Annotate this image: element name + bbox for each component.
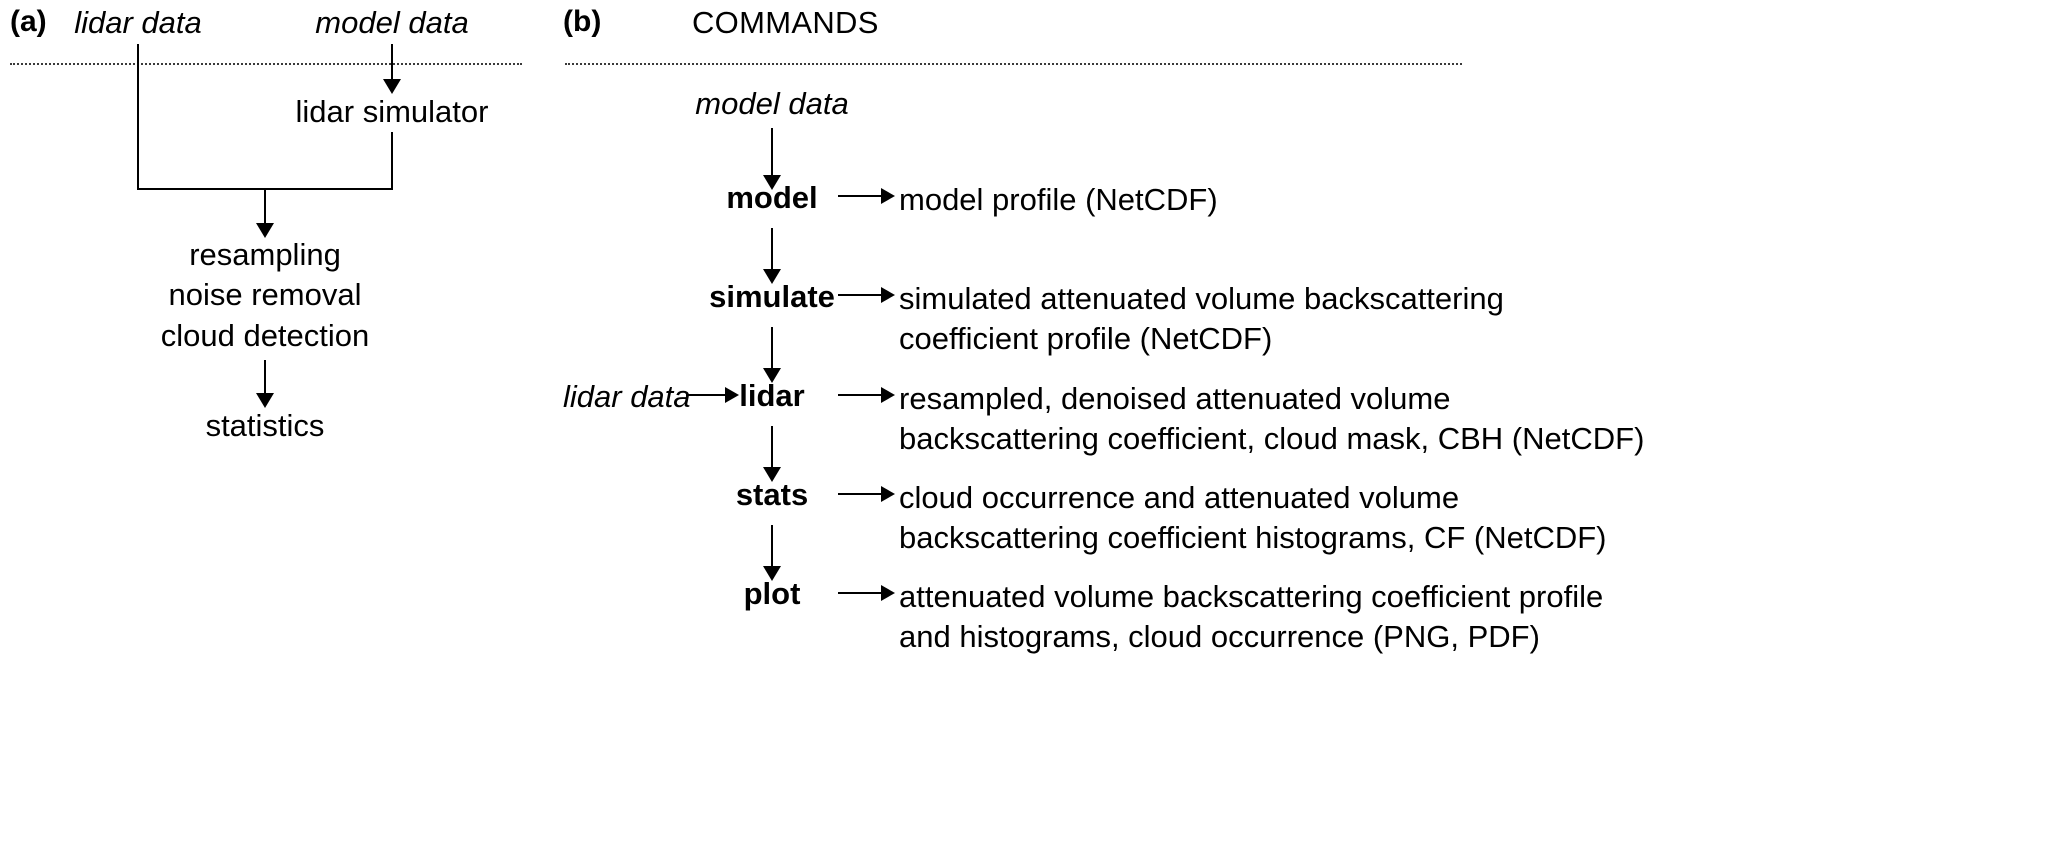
panel-b-arrow-simulate-to-lidar: [763, 327, 781, 383]
output-line: attenuated volume backscattering coeffic…: [899, 579, 1604, 614]
panel-b-arrow-stats-to-plot: [763, 525, 781, 581]
panel-b-output-stats: cloud occurrence and attenuated volume b…: [899, 478, 1607, 558]
panel-a-stage-lidar-simulator: lidar simulator: [295, 94, 489, 129]
panel-a-stage-noise-removal: noise removal: [168, 277, 362, 312]
panel-b-title: COMMANDS: [692, 5, 879, 40]
panel-b-arrow-lidar-to-output: [838, 386, 895, 404]
panel-b-output-plot: attenuated volume backscattering coeffic…: [899, 577, 1603, 657]
panel-a-lidar-data-stem: [137, 44, 139, 189]
panel-a-input-lidar-data: lidar data: [74, 5, 202, 40]
panel-b-command-plot[interactable]: plot: [743, 576, 801, 611]
output-line: resampled, denoised attenuated volume: [899, 381, 1451, 416]
panel-b-command-model[interactable]: model: [726, 180, 818, 215]
panel-b-arrow-model-to-simulate: [763, 228, 781, 284]
output-line: cloud occurrence and attenuated volume: [899, 480, 1460, 515]
output-line: coefficient profile (NetCDF): [899, 321, 1273, 356]
panel-a-label: (a): [10, 5, 47, 38]
panel-b-output-model: model profile (NetCDF): [899, 180, 1218, 220]
panel-a-separator: [10, 63, 522, 65]
panel-b-label: (b): [563, 5, 602, 38]
panel-a-input-model-data: model data: [315, 5, 469, 40]
panel-b-output-simulate: simulated attenuated volume backscatteri…: [899, 279, 1504, 359]
panel-b-arrow-plot-to-output: [838, 584, 895, 602]
panel-a-stage-statistics: statistics: [205, 408, 325, 443]
panel-b-command-stats[interactable]: stats: [735, 477, 809, 512]
panel-b-side-input-lidar-data: lidar data: [563, 379, 691, 414]
output-line: backscattering coefficient, cloud mask, …: [899, 421, 1645, 456]
panel-b-output-lidar: resampled, denoised attenuated volume ba…: [899, 379, 1644, 459]
panel-b-arrow-lidardata-to-lidar: [686, 386, 739, 404]
output-line: model profile (NetCDF): [899, 182, 1218, 217]
output-line: backscattering coefficient histograms, C…: [899, 520, 1607, 555]
panel-b-arrow-model-to-output: [838, 187, 895, 205]
panel-b-command-lidar[interactable]: lidar: [739, 378, 805, 413]
panel-b-arrow-lidar-to-stats: [763, 426, 781, 482]
panel-a-simulator-stem: [391, 132, 393, 189]
panel-a-arrow-detection-to-statistics: [256, 360, 274, 408]
panel-b-arrow-modeldata-to-model: [763, 128, 781, 190]
panel-b-input-model-data: model data: [695, 86, 849, 121]
panel-b-arrow-stats-to-output: [838, 485, 895, 503]
panel-a-stage-resampling: resampling: [189, 237, 341, 272]
panel-a-stage-cloud-detection: cloud detection: [160, 318, 370, 353]
panel-a-arrow-modeldata-to-simulator: [383, 44, 401, 94]
panel-a-arrow-join-to-resampling: [256, 188, 274, 238]
panel-b-separator: [565, 63, 1462, 65]
panel-b-arrow-simulate-to-output: [838, 286, 895, 304]
output-line: and histograms, cloud occurrence (PNG, P…: [899, 619, 1540, 654]
panel-b-command-simulate[interactable]: simulate: [709, 279, 835, 314]
output-line: simulated attenuated volume backscatteri…: [899, 281, 1504, 316]
